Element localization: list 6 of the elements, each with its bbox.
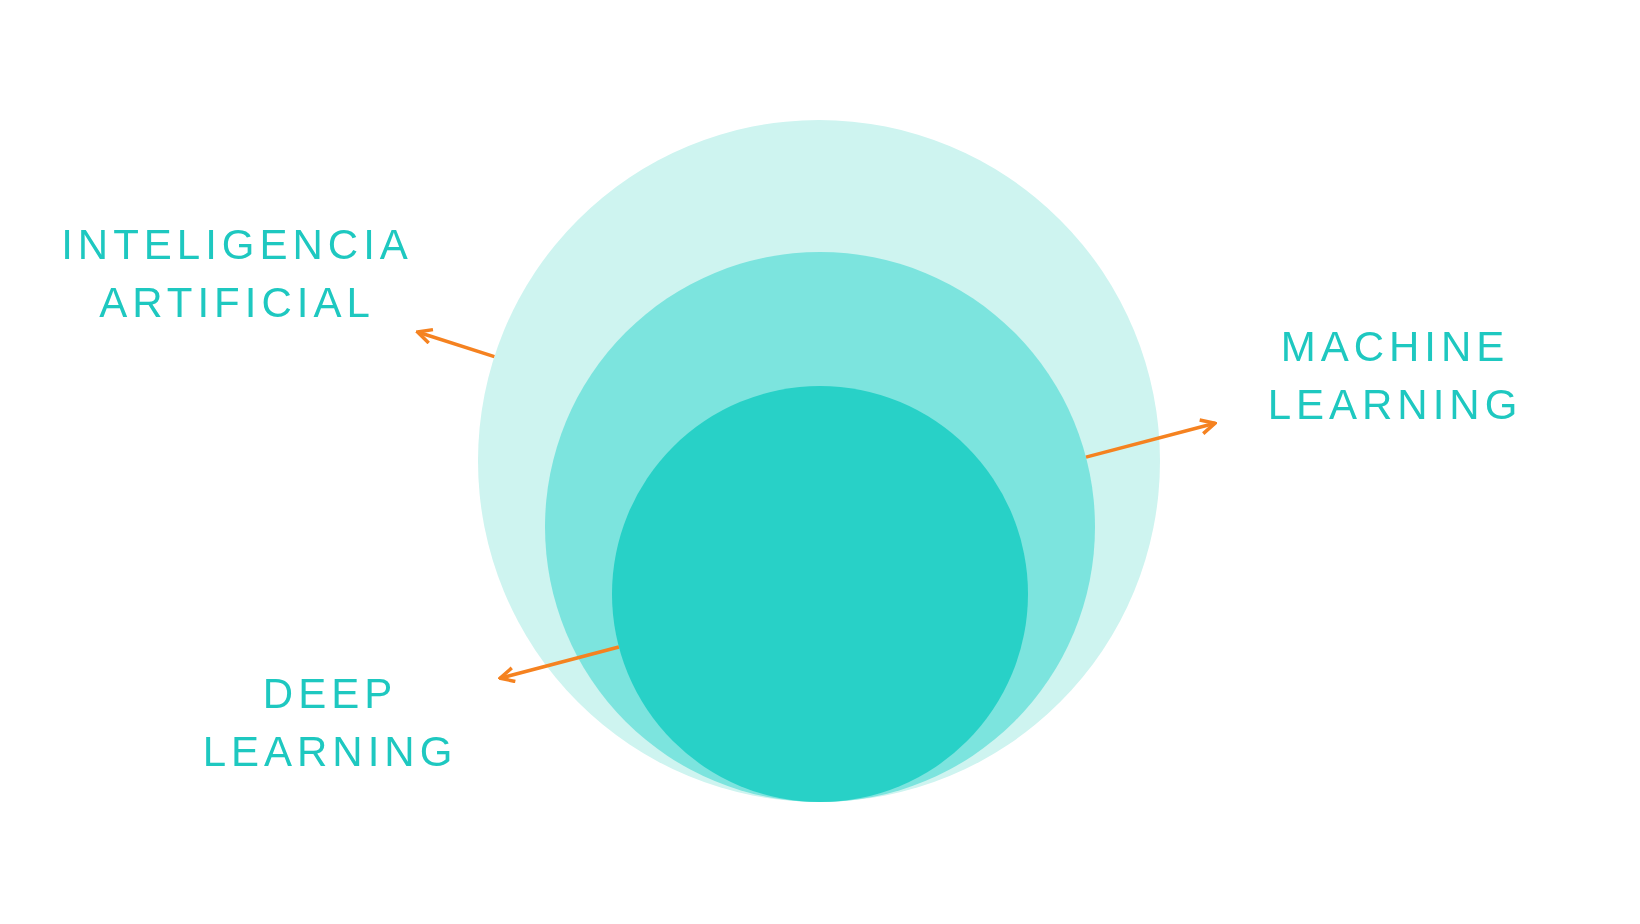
category-label: INTELIGENCIA ARTIFICIAL — [22, 216, 452, 332]
arrow — [415, 327, 495, 359]
category-label: DEEP LEARNING — [160, 665, 500, 781]
arrow — [498, 645, 620, 684]
category-label: MACHINE LEARNING — [1215, 318, 1575, 434]
arrow — [1085, 418, 1217, 459]
